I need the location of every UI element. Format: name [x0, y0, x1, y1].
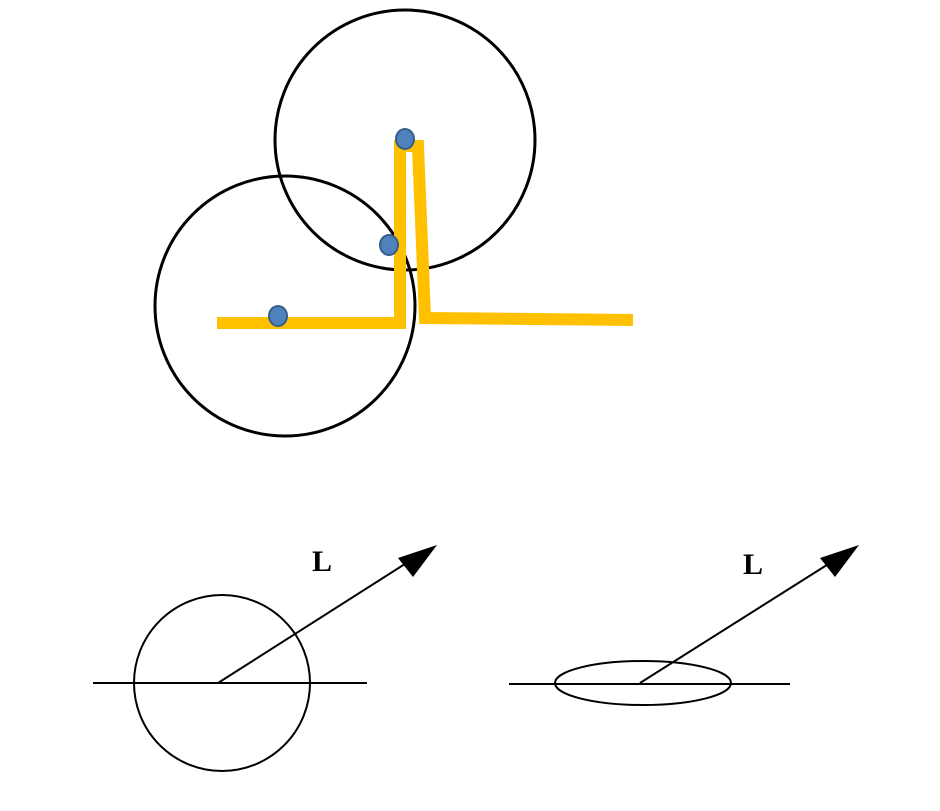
- sphere-circle: [133, 594, 311, 772]
- path-point-top: [395, 128, 415, 150]
- top-figure: [153, 8, 634, 438]
- search-circle-lower: [153, 174, 417, 438]
- path-point-left: [268, 305, 288, 327]
- bottom-left-figure: L: [93, 545, 437, 772]
- vector-label-left: L: [312, 545, 332, 578]
- vector-line-left: [217, 561, 409, 684]
- vector-label-right: L: [743, 548, 763, 581]
- path-point-middle: [379, 234, 399, 256]
- arrowhead-right-icon: [820, 545, 859, 577]
- flat-ellipse: [554, 660, 732, 706]
- vector-line-right: [639, 562, 831, 684]
- bottom-right-figure: L: [509, 545, 859, 706]
- arrowhead-left-icon: [398, 545, 437, 577]
